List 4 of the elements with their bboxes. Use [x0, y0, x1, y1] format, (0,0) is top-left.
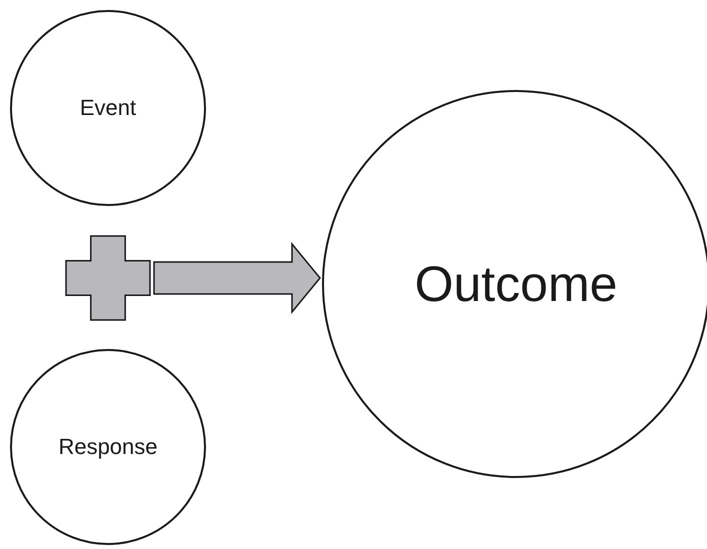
node-label: Response — [58, 434, 158, 460]
block-arrow — [153, 242, 321, 314]
node-label: Event — [80, 95, 136, 121]
node-label: Outcome — [414, 255, 618, 313]
